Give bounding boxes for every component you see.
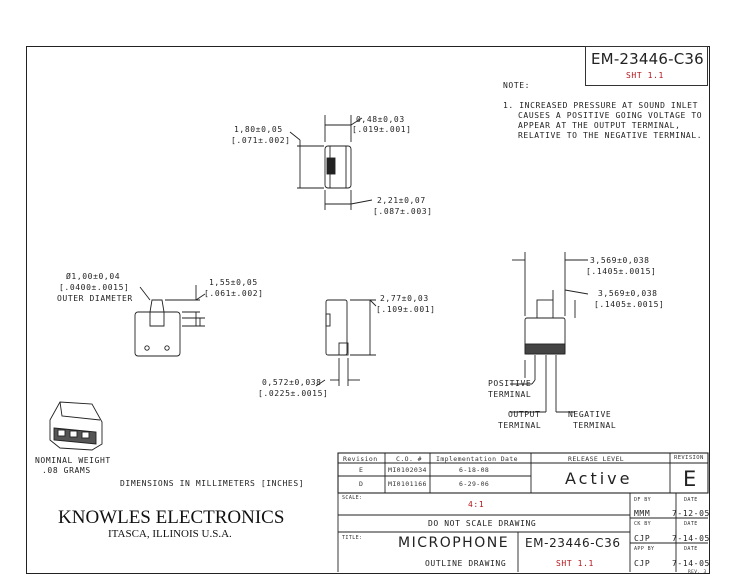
dim-top-width-in: [.071±.002] (231, 136, 291, 145)
rev-row-2-rev: D (359, 480, 364, 488)
dim-front-pitch2-mm: 3,569±0,038 (598, 289, 658, 298)
approval-2-date-label: DATE (684, 521, 698, 527)
dim-port-dia-label: OUTER DIAMETER (57, 294, 133, 303)
do-not-scale-note: DO NOT SCALE DRAWING (428, 519, 537, 528)
dim-port-dia-mm: Ø1,00±0,04 (66, 272, 121, 281)
approval-1-initials: MMM (634, 509, 651, 518)
approval-1-date-label: DATE (684, 497, 698, 503)
company-name: KNOWLES ELECTRONICS (58, 507, 285, 528)
approval-2-date: 7-14-05 (672, 534, 710, 543)
dim-top-port-mm: 0,48±0,03 (356, 115, 405, 124)
dim-top-port-in: [.019±.001] (352, 125, 412, 134)
title-sheet-number: SHT 1.1 (556, 559, 594, 568)
rev-row-1-rev: E (359, 466, 364, 474)
rev-row-1-co: MI0102034 (388, 466, 427, 474)
units-note: DIMENSIONS IN MILLIMETERS [INCHES] (120, 479, 305, 488)
dim-front-pitch1-mm: 3,569±0,038 (590, 256, 650, 265)
dim-port-height-mm: 1,55±0,05 (209, 278, 258, 287)
sheet-number: SHT 1.1 (626, 71, 664, 80)
drawing-title: MICROPHONE (398, 535, 510, 551)
release-level-label: RELEASE LEVEL (568, 455, 625, 463)
rev-header-date: Implementation Date (436, 455, 518, 463)
rev-header-revision: Revision (343, 455, 378, 463)
note-line-4: RELATIVE TO THE NEGATIVE TERMINAL. (518, 131, 703, 140)
dim-top-depth-mm: 2,21±0,07 (377, 196, 426, 205)
drawing-subtitle: OUTLINE DRAWING (425, 559, 507, 568)
revision-label: REVISION (674, 455, 704, 461)
revision-value: E (683, 467, 697, 491)
drawing-sheet-border (26, 46, 710, 574)
rev-row-2-date: 6-29-06 (459, 480, 490, 488)
note-label: NOTE: (503, 81, 531, 90)
release-level-value: Active (565, 469, 633, 488)
dim-side-term-in: [.0225±.0015] (258, 389, 329, 398)
scale-value: 4:1 (468, 500, 485, 509)
approval-3-initials: CJP (634, 559, 651, 568)
drawing-number: EM-23446-C36 (591, 50, 704, 68)
output-terminal-label-1: OUTPUT (508, 410, 541, 419)
dim-side-height-in: [.109±.001] (376, 305, 436, 314)
note-line-1: 1. INCREASED PRESSURE AT SOUND INLET (503, 101, 698, 110)
positive-terminal-label-1: POSITIVE (488, 379, 532, 388)
approval-1-date: 7-12-05 (672, 509, 710, 518)
approval-2-initials: CJP (634, 534, 651, 543)
rev-header-co: C.O. # (396, 455, 422, 463)
rev-row-1-date: 6-18-08 (459, 466, 490, 474)
dim-side-term-mm: 0,572±0,038 (262, 378, 322, 387)
negative-terminal-label-2: TERMINAL (573, 421, 617, 430)
output-terminal-label-2: TERMINAL (498, 421, 542, 430)
scale-label: SCALE: (342, 495, 363, 501)
dim-front-pitch2-in: [.1405±.0015] (594, 300, 665, 309)
nominal-weight-value: .08 GRAMS (42, 466, 91, 475)
positive-terminal-label-2: TERMINAL (488, 390, 532, 399)
approval-2-role: CK BY (634, 521, 652, 527)
title-drawing-number: EM-23446-C36 (525, 536, 621, 550)
nominal-weight-label: NOMINAL WEIGHT (35, 456, 111, 465)
negative-terminal-label-1: NEGATIVE (568, 410, 612, 419)
dim-port-dia-in: [.0400±.0015] (59, 283, 130, 292)
approval-3-date: 7-14-05 (672, 559, 710, 568)
dim-top-depth-in: [.087±.003] (373, 207, 433, 216)
note-line-2: CAUSES A POSITIVE GOING VOLTAGE TO (518, 111, 703, 120)
dim-top-width-mm: 1,80±0,05 (234, 125, 283, 134)
dim-side-height-mm: 2,77±0,03 (380, 294, 429, 303)
dim-front-pitch1-in: [.1405±.0015] (586, 267, 657, 276)
note-line-3: APPEAR AT THE OUTPUT TERMINAL, (518, 121, 681, 130)
approval-3-role: APP BY (634, 546, 655, 552)
approval-1-role: DF BY (634, 497, 652, 503)
drawing-number-box (585, 46, 708, 86)
company-location: ITASCA, ILLINOIS U.S.A. (108, 528, 232, 540)
footer-rev: REV. 3 (688, 570, 707, 575)
title-label: TITLE: (342, 535, 363, 541)
rev-row-2-co: MI0101166 (388, 480, 427, 488)
dim-port-height-in: [.061±.002] (204, 289, 264, 298)
approval-3-date-label: DATE (684, 546, 698, 552)
